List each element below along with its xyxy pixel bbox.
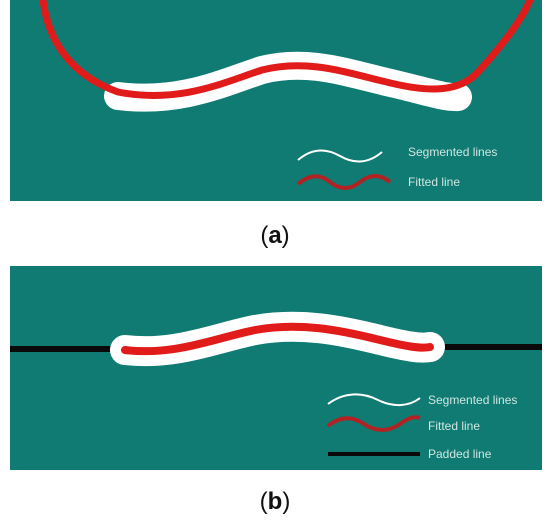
legend-padded-label: Padded line: [428, 447, 492, 461]
panel-b-diagram: Segmented lines Fitted line Padded line: [10, 266, 542, 470]
fitted-line: [121, 322, 434, 356]
panel-b-background: [10, 266, 542, 470]
panel-b: Segmented lines Fitted line Padded line: [10, 266, 542, 470]
legend-fitted-label: Fitted line: [408, 175, 460, 189]
caption-a: (a): [260, 222, 290, 249]
legend-segmented-icon: [327, 393, 421, 406]
legend-fitted-icon: [326, 415, 421, 432]
caption-a-letter: a: [268, 222, 282, 249]
caption-b-letter: b: [267, 488, 283, 515]
legend-fitted-label: Fitted line: [428, 419, 480, 433]
panel-a-diagram: Segmented lines Fitted line: [10, 0, 542, 201]
caption-b: (b): [259, 488, 291, 515]
legend-segmented-label: Segmented lines: [408, 145, 497, 159]
panel-a: Segmented lines Fitted line: [10, 0, 542, 201]
legend-fitted-icon: [296, 174, 392, 190]
legend-segmented-icon: [297, 149, 383, 163]
fitted-line: [39, 0, 534, 99]
legend-segmented-label: Segmented lines: [428, 393, 517, 407]
